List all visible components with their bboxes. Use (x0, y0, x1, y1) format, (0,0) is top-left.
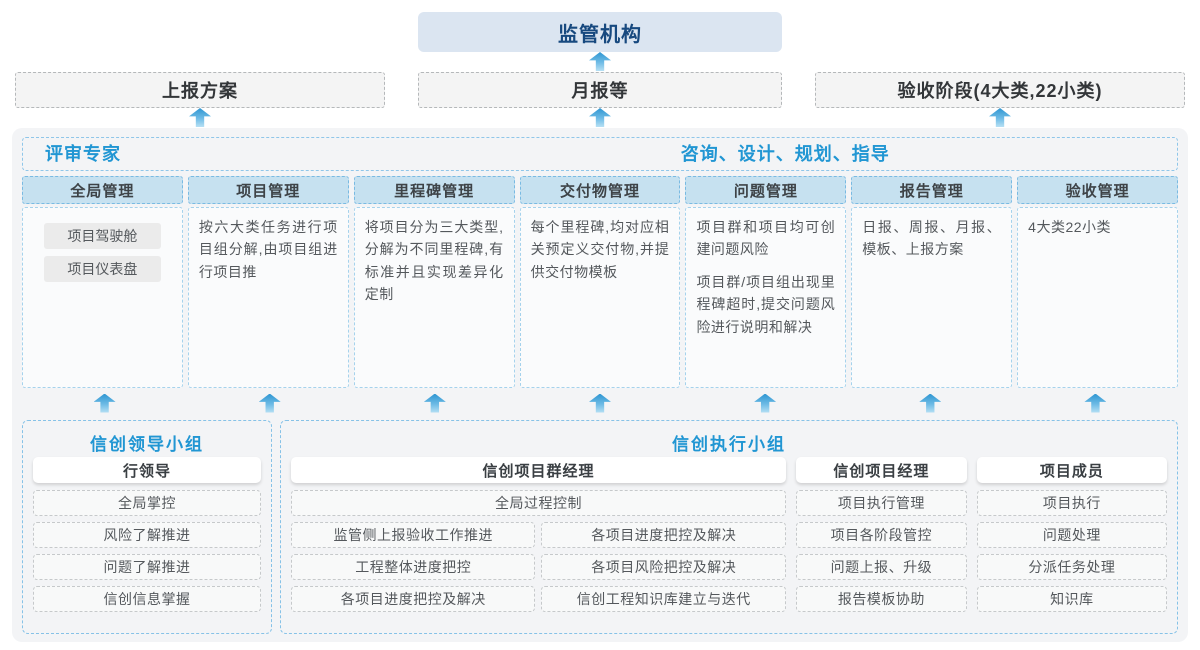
report-acceptance-label: 验收阶段(4大类,22小类) (897, 81, 1103, 101)
report-box-acceptance: 验收阶段(4大类,22小类) (815, 72, 1185, 108)
column-paragraph: 项目群/项目组出现里程碑超时,提交问题风险进行说明和解决 (696, 273, 836, 335)
column-header: 全局管理 (22, 176, 183, 204)
column-paragraph: 每个里程碑,均对应相关预定义交付物,并提供交付物模板 (530, 219, 670, 280)
role-project-manager: 信创项目经理 (795, 457, 967, 483)
pm-group-item: 各项目进度把控及解决 (291, 586, 536, 612)
pm-group-item: 信创工程知识库建立与迭代 (541, 586, 786, 612)
up-arrow-icon (189, 108, 211, 127)
chip-project-cockpit: 项目驾驶舱 (44, 223, 161, 249)
member-item: 分派任务处理 (976, 554, 1167, 580)
column-body: 按六大类任务进行项目组分解,由项目组进行项目推 (187, 207, 349, 388)
management-columns: 全局管理 项目驾驶舱 项目仪表盘 项目管理 按六大类任务进行项目组分解,由项目组… (22, 176, 1179, 388)
group-title: 信创领导小组 (90, 434, 204, 454)
execution-group: 信创执行小组 信创项目群经理 全局过程控制 监管侧上报验收工作推进 各项目进度把… (280, 420, 1178, 634)
main-container: 评审专家 咨询、设计、规划、指导 全局管理 项目驾驶舱 项目仪表盘 项目管理 按… (12, 128, 1188, 642)
up-arrow-icon (93, 393, 116, 413)
role-member: 项目成员 (976, 457, 1167, 483)
up-arrow-icon (754, 393, 777, 413)
role-bank-leader: 行领导 (33, 457, 261, 483)
regulator-box: 监管机构 (418, 12, 782, 52)
pm-group-item: 各项目进度把控及解决 (541, 522, 786, 548)
leadership-group: 信创领导小组 行领导 全局掌控 风险了解推进 问题了解推进 信创信息掌握 (22, 420, 272, 634)
column-header: 验收管理 (1017, 176, 1179, 204)
column-milestone-management: 里程碑管理 将项目分为三大类型,分解为不同里程碑,有标准并且实现差异化定制 (353, 176, 515, 388)
column-header: 里程碑管理 (353, 176, 515, 204)
leader-item: 问题了解推进 (33, 554, 261, 580)
column-project-management: 项目管理 按六大类任务进行项目组分解,由项目组进行项目推 (187, 176, 349, 388)
column-body: 日报、周报、月报、模板、上报方案 (851, 207, 1013, 388)
project-manager-section: 信创项目经理 项目执行管理 项目各阶段管控 问题上报、升级 报告模板协助 (795, 457, 967, 612)
column-acceptance-management: 验收管理 4大类22小类 (1017, 176, 1179, 388)
chip-project-dashboard: 项目仪表盘 (44, 256, 161, 282)
leader-item: 信创信息掌握 (33, 586, 261, 612)
report-monthly-label: 月报等 (571, 81, 629, 101)
pm-group-item: 全局过程控制 (291, 490, 786, 516)
project-manager-item: 项目执行管理 (795, 490, 967, 516)
up-arrow-icon (589, 52, 611, 71)
member-item: 项目执行 (976, 490, 1167, 516)
column-body: 4大类22小类 (1017, 207, 1179, 388)
pm-group-item: 监管侧上报验收工作推进 (291, 522, 536, 548)
column-deliverable-management: 交付物管理 每个里程碑,均对应相关预定义交付物,并提供交付物模板 (519, 176, 681, 388)
member-item: 问题处理 (976, 522, 1167, 548)
consulting-label: 咨询、设计、规划、指导 (680, 144, 890, 164)
leader-item: 全局掌控 (33, 490, 261, 516)
leader-item: 风险了解推进 (33, 522, 261, 548)
column-body: 每个里程碑,均对应相关预定义交付物,并提供交付物模板 (519, 207, 681, 388)
report-box-plan: 上报方案 (15, 72, 385, 108)
regulator-label: 监管机构 (558, 23, 642, 46)
pm-group-item: 各项目风险把控及解决 (541, 554, 786, 580)
up-arrow-icon (423, 393, 446, 413)
team-groups: 信创领导小组 行领导 全局掌控 风险了解推进 问题了解推进 信创信息掌握 信创执… (22, 420, 1178, 634)
up-arrow-icon (258, 393, 281, 413)
up-arrow-icon (1084, 393, 1107, 413)
column-paragraph: 项目群和项目均可创建问题风险 (696, 219, 836, 258)
column-issue-management: 问题管理 项目群和项目均可创建问题风险 项目群/项目组出现里程碑超时,提交问题风… (685, 176, 847, 388)
column-body: 将项目分为三大类型,分解为不同里程碑,有标准并且实现差异化定制 (353, 207, 515, 388)
project-manager-item: 问题上报、升级 (795, 554, 967, 580)
up-arrow-icon (589, 108, 611, 127)
up-arrow-icon (919, 393, 942, 413)
experts-label: 评审专家 (45, 144, 121, 164)
column-arrows (22, 388, 1178, 418)
column-body: 项目群和项目均可创建问题风险 项目群/项目组出现里程碑超时,提交问题风险进行说明… (685, 207, 847, 388)
project-manager-item: 报告模板协助 (795, 586, 967, 612)
column-header: 项目管理 (187, 176, 349, 204)
up-arrow-icon (989, 108, 1011, 127)
column-paragraph: 将项目分为三大类型,分解为不同里程碑,有标准并且实现差异化定制 (364, 219, 504, 303)
experts-bar: 评审专家 咨询、设计、规划、指导 (22, 137, 1178, 171)
program-manager-section: 信创项目群经理 全局过程控制 监管侧上报验收工作推进 各项目进度把控及解决 工程… (291, 457, 786, 612)
member-item: 知识库 (976, 586, 1167, 612)
pm-group-item: 工程整体进度把控 (291, 554, 536, 580)
column-header: 报告管理 (851, 176, 1013, 204)
group-title: 信创执行小组 (672, 434, 786, 454)
up-arrow-icon (588, 393, 611, 413)
report-plan-label: 上报方案 (162, 81, 238, 101)
column-header: 问题管理 (685, 176, 847, 204)
column-paragraph: 4大类22小类 (1028, 219, 1112, 235)
column-paragraph: 日报、周报、月报、模板、上报方案 (862, 219, 1002, 258)
column-global-management: 全局管理 项目驾驶舱 项目仪表盘 (22, 176, 183, 388)
column-header: 交付物管理 (519, 176, 681, 204)
member-section: 项目成员 项目执行 问题处理 分派任务处理 知识库 (976, 457, 1167, 612)
column-report-management: 报告管理 日报、周报、月报、模板、上报方案 (851, 176, 1013, 388)
column-body: 项目驾驶舱 项目仪表盘 (22, 207, 183, 388)
column-paragraph: 按六大类任务进行项目组分解,由项目组进行项目推 (198, 219, 338, 280)
project-manager-item: 项目各阶段管控 (795, 522, 967, 548)
role-program-manager: 信创项目群经理 (291, 457, 786, 483)
report-box-monthly: 月报等 (418, 72, 782, 108)
